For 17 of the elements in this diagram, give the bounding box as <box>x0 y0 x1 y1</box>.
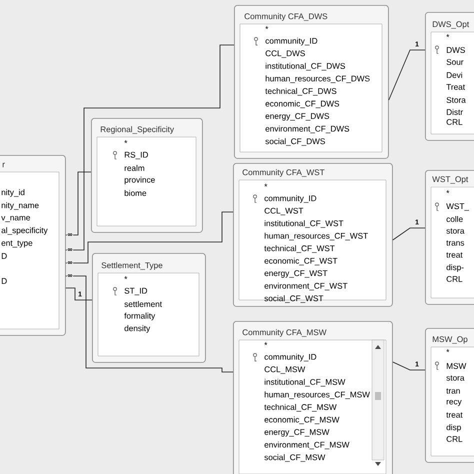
relationship-line <box>392 362 426 370</box>
relationship-line <box>65 212 234 264</box>
table-box: DWS_Opt * DWS Sour Devi Treat Stora Distr CRL <box>425 12 474 141</box>
table-box: Community CFA_WST * community_ID CCL_WST institutional_CF_WST human_resources_CF_WST technical_CF_WST economic_CF_WST energy_CF_WST environment_CF_WST social_CF_WST <box>233 163 393 307</box>
relationship-line <box>65 172 92 236</box>
relationship-line <box>65 44 234 250</box>
table-box: Regional_Specificity * RS_ID realm province biome <box>91 118 203 233</box>
relationship-line <box>65 288 92 300</box>
relationship-line <box>65 276 234 372</box>
table-box: WST_Opt * WST_ colle stora trans treat disp- CRL <box>425 170 474 305</box>
relationship-line <box>388 50 426 100</box>
table-box: r nity_id nity_name v_name al_specificity ent_type D D <box>0 155 66 336</box>
table-box: Settlement_Type * ST_ID settlement formality density <box>92 253 206 363</box>
table-box: MSW_Op * MSW stora tran recy treat disp CRL <box>425 328 474 463</box>
table-box: Community CFA_MSW * community_ID CCL_MSW institutional_CF_MSW human_resources_CF_MSW technical_CF_MSW economic_CF_MSW energy_CF_MSW environment_CF_MSW social_CF_MSW <box>233 321 393 474</box>
table-box: Community CFA_DWS * community_ID CCL_DWS institutional_CF_DWS human_resources_CF_DWS technical_CF_DWS economic_CF_DWS energy_CF_DWS environment_CF_DWS social_CF_DWS <box>234 5 389 159</box>
relationship-line <box>392 228 426 240</box>
